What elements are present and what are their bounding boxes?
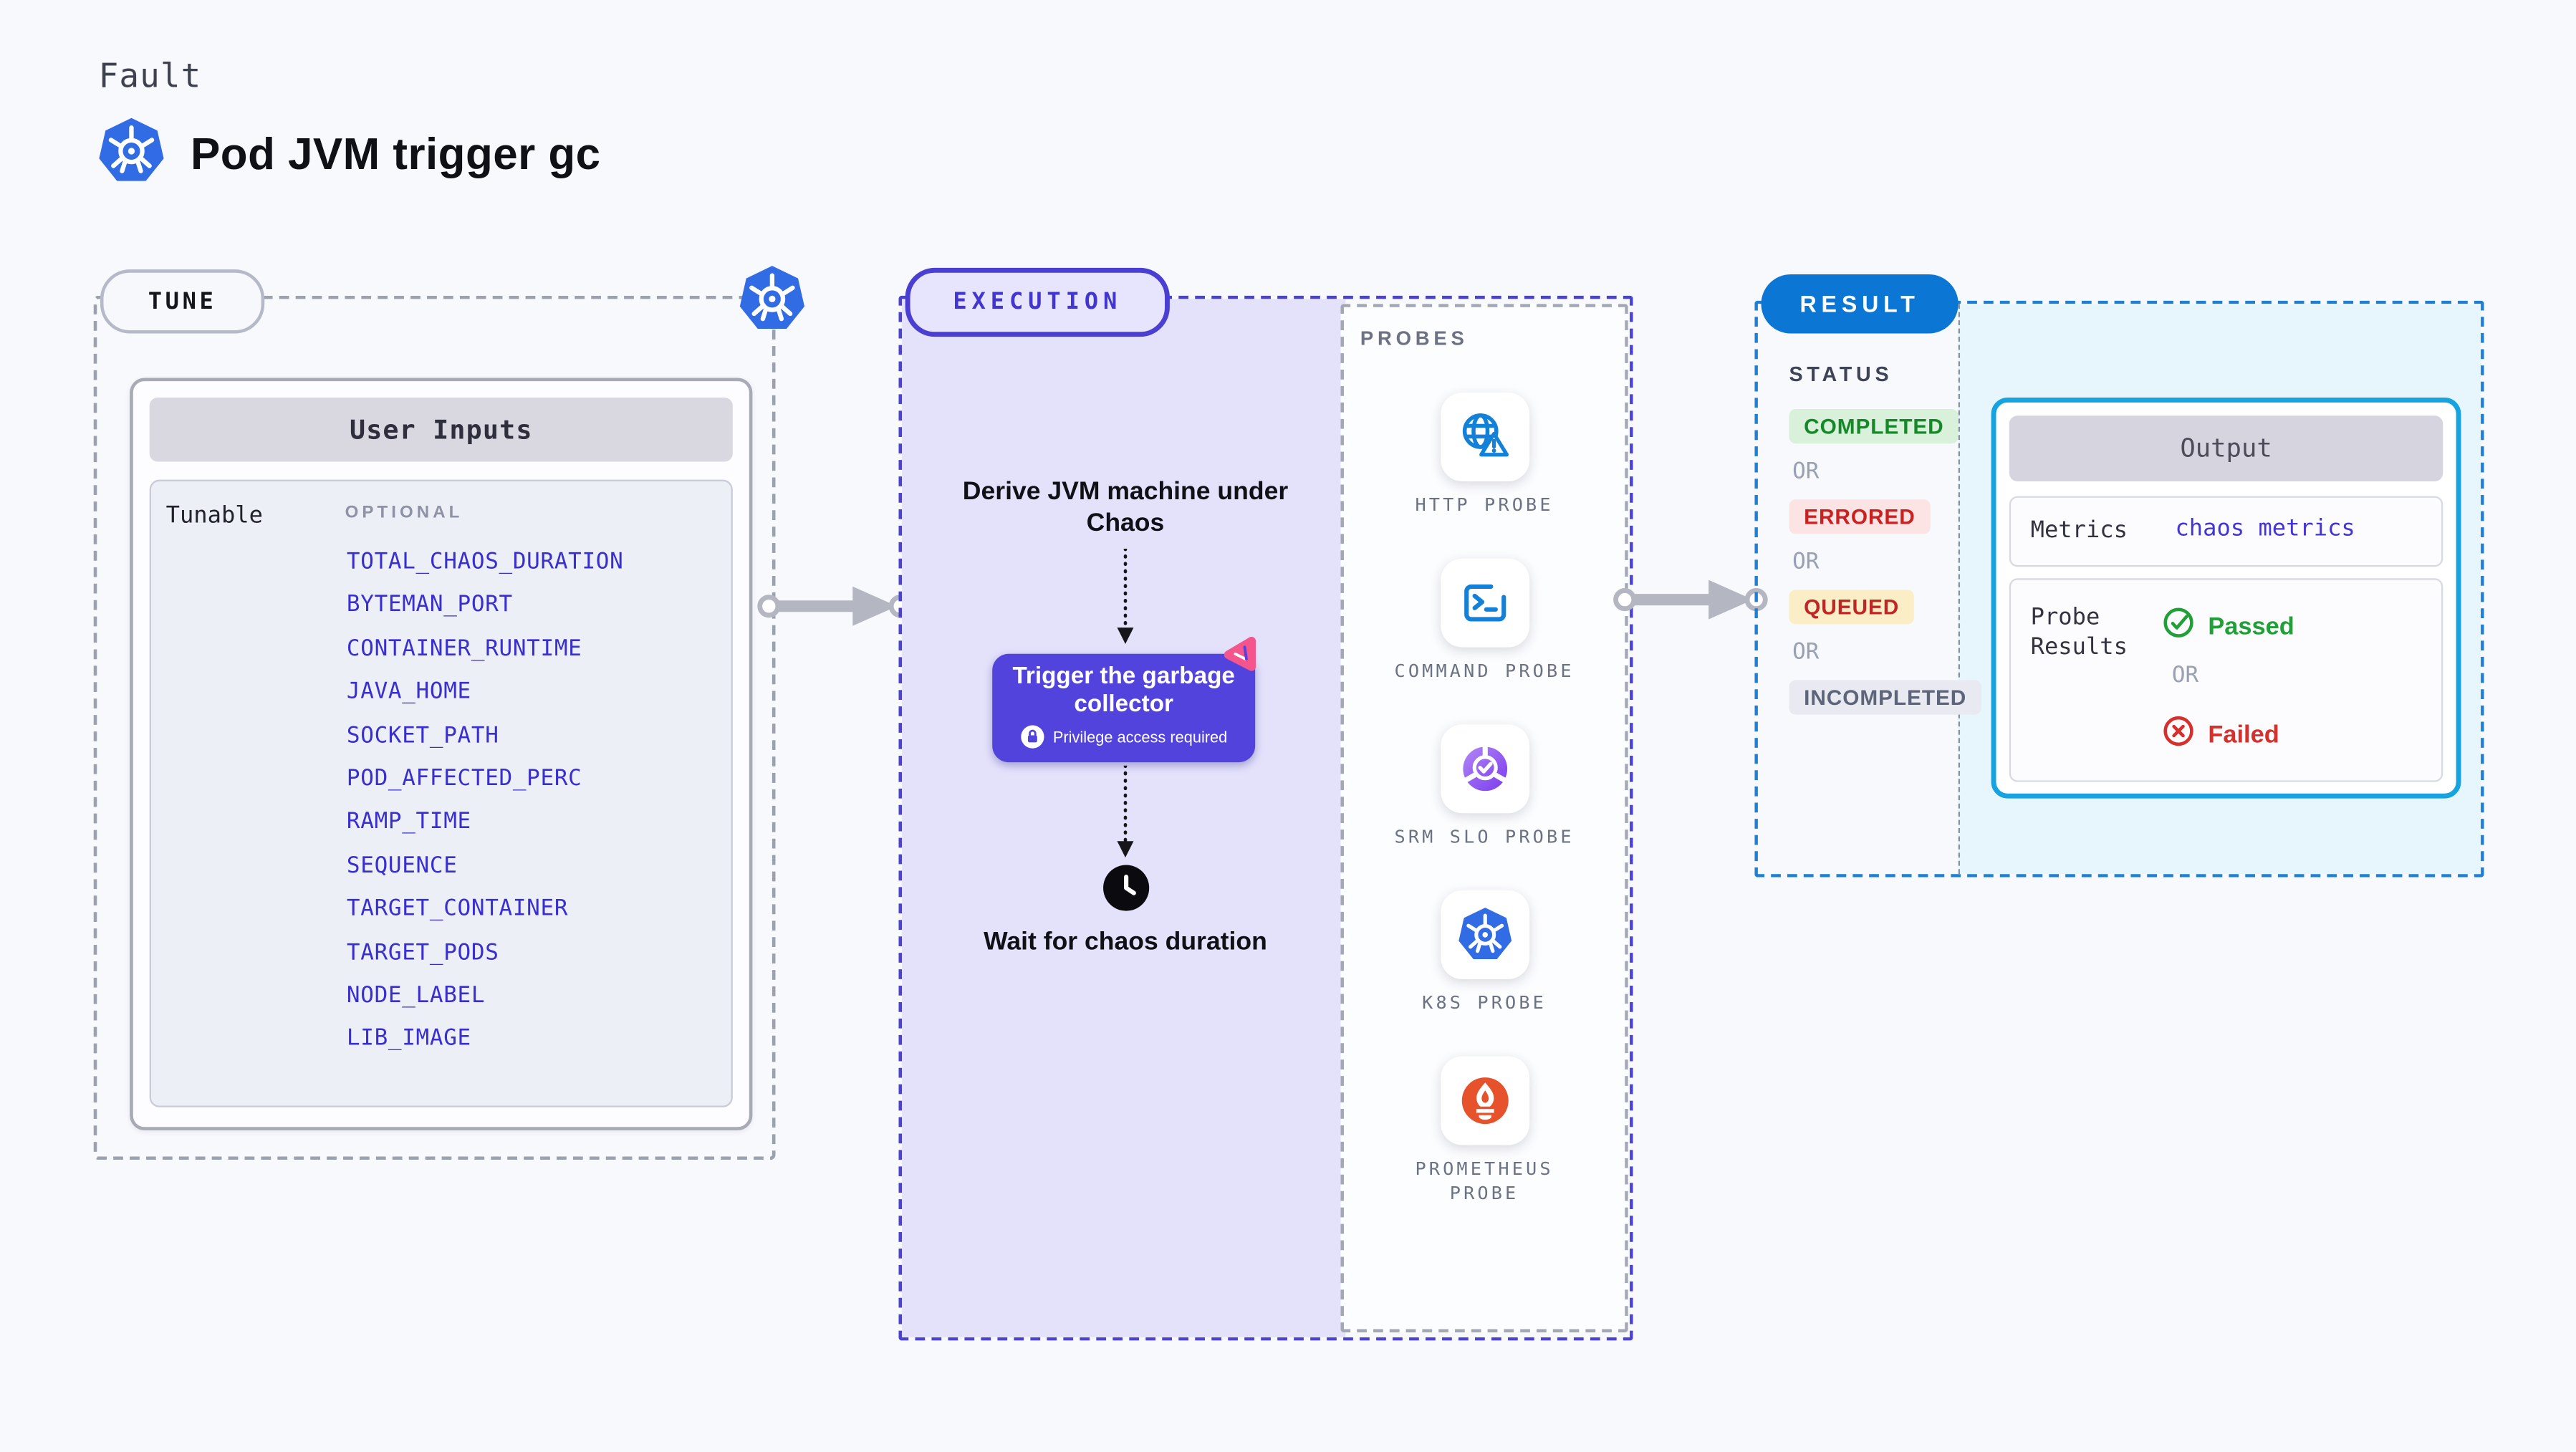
probe-caption: COMMAND PROBE [1394,660,1575,682]
clock-icon [1102,864,1150,920]
tunable-param: LIB_IMAGE [346,1026,471,1052]
or-label: OR [2171,662,2199,688]
or-label: OR [1792,548,1820,575]
tunable-row-label: Tunable [165,502,263,529]
tunable-param: NODE_LABEL [346,982,486,1009]
globe-alert-icon [1440,393,1529,481]
trigger-gc-label: Trigger the garbage collector [1012,663,1235,718]
tunable-param: SOCKET_PATH [346,722,499,749]
probe-command: COMMAND PROBE [1388,558,1582,683]
probe-prometheus: PROMETHEUS PROBE [1388,1056,1582,1206]
wait-step-label: Wait for chaos duration [984,928,1267,956]
probe-caption: PROMETHEUS PROBE [1415,1158,1554,1205]
user-inputs-card: User Inputs Tunable OPTIONAL TOTAL_CHAOS… [130,378,753,1130]
or-label: OR [1792,458,1820,485]
chaos-icon [1219,633,1260,682]
status-queued: QUEUED [1789,590,1914,625]
execution-badge: EXECUTION [905,267,1170,337]
fault-eyebrow: Fault [98,55,202,96]
tunable-param: RAMP_TIME [346,809,471,836]
tunable-param: CONTAINER_RUNTIME [346,635,582,662]
tune-badge: TUNE [100,269,265,334]
check-circle-icon [2162,606,2195,645]
tunable-param: SEQUENCE [346,852,458,879]
tunable-param: JAVA_HOME [346,678,471,706]
passed-label: Passed [2208,612,2294,640]
status-errored: ERRORED [1789,499,1931,534]
tunable-param: BYTEMAN_PORT [346,592,513,619]
metrics-label: Metrics [2030,517,2128,544]
probe-srm-slo: SRM SLO PROBE [1388,724,1582,849]
tunable-param: TOTAL_CHAOS_DURATION [346,548,624,575]
probe-results-row: Probe Results Passed OR [2009,578,2443,782]
probe-k8s: K8S PROBE [1388,890,1582,1015]
prometheus-icon [1440,1056,1529,1145]
terminal-icon [1440,558,1529,648]
arrow-execution-to-result [1613,580,1768,620]
derive-step-label: Derive JVM machine under Chaos [962,478,1289,537]
kubernetes-icon [736,263,808,343]
tunables-panel: Tunable OPTIONAL TOTAL_CHAOS_DURATION BYT… [149,479,733,1107]
optional-column-label: OPTIONAL [345,502,463,523]
metrics-row: Metrics chaos metrics [2009,496,2443,567]
status-label: STATUS [1789,362,1893,386]
status-list: COMPLETED OR ERRORED OR QUEUED OR INCOMP… [1789,409,1981,715]
trigger-gc-node: Trigger the garbage collector Privilege … [992,653,1256,763]
output-panel: Output Metrics chaos metrics Probe Resul… [1991,398,2461,799]
tunable-param-list: TOTAL_CHAOS_DURATION BYTEMAN_PORT CONTAINE… [347,541,624,1062]
probe-caption: SRM SLO PROBE [1394,826,1575,848]
probes-label: PROBES [1360,327,1469,350]
output-header: Output [2009,415,2443,481]
tunable-param: POD_AFFECTED_PERC [346,765,582,792]
tunable-param: TARGET_PODS [346,939,499,966]
lock-icon [1020,723,1044,753]
arrow-tune-to-execution [757,586,912,626]
metrics-value: chaos metrics [2175,516,2355,542]
page-title: Pod JVM trigger gc [191,130,601,179]
result-divider [1958,304,1961,875]
failed-label: Failed [2208,720,2279,749]
or-label: OR [1792,639,1820,665]
privilege-note: Privilege access required [1052,729,1228,748]
probe-http: HTTP PROBE [1388,393,1582,517]
tunable-param: TARGET_CONTAINER [346,895,569,923]
execution-section: EXECUTION Derive JVM machine under Chaos… [898,267,1633,1341]
result-section: RESULT STATUS COMPLETED OR ERRORED OR QU… [1754,274,2484,878]
x-circle-icon [2162,715,2195,754]
dotted-arrow-icon [1117,548,1134,645]
status-completed: COMPLETED [1789,409,1959,444]
probe-caption: HTTP PROBE [1415,494,1554,516]
tune-section: TUNE User Inputs Tunable OPTIONAL TOTAL_… [93,296,776,1160]
user-inputs-header: User Inputs [149,398,733,462]
probe-caption: K8S PROBE [1422,992,1547,1014]
probe-results-label: Probe Results [2030,604,2128,660]
kubernetes-icon [1440,890,1529,979]
status-incompleted: INCOMPLETED [1789,680,1981,715]
result-badge: RESULT [1761,274,1959,334]
slo-donut-icon [1440,724,1529,814]
kubernetes-icon [95,115,168,196]
probes-section: PROBES [1340,304,1628,1332]
dotted-arrow-icon [1117,765,1134,858]
